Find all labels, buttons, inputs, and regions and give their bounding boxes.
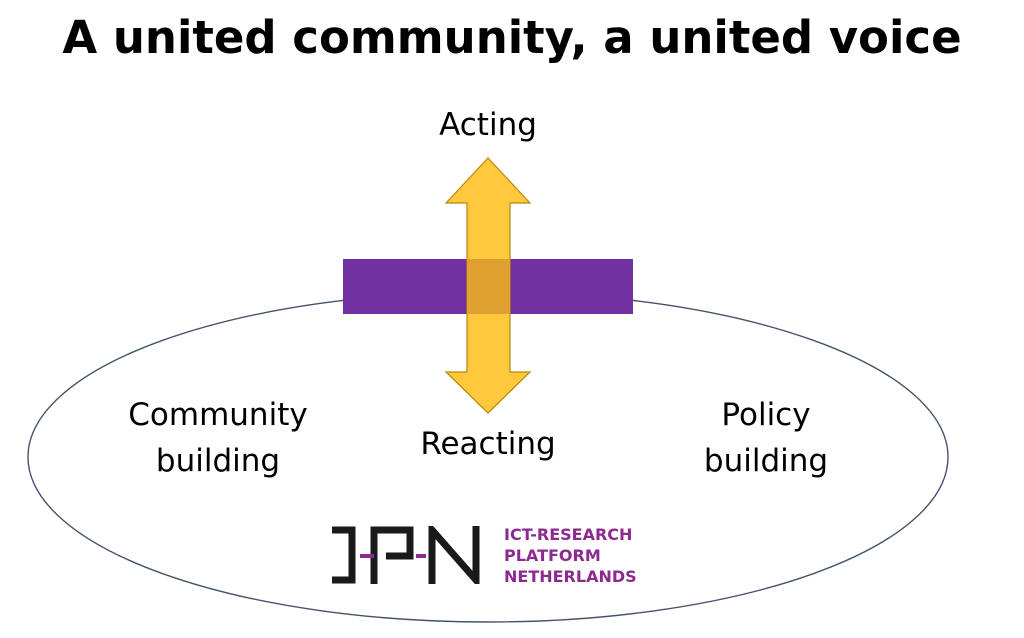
label-community-line-1: Community — [128, 397, 308, 433]
logo-line-2: PLATFORM — [504, 546, 601, 565]
label-community-building: Community building — [88, 392, 348, 484]
slide-title: A united community, a united voice — [62, 11, 962, 64]
label-policy-line-1: Policy — [721, 397, 811, 433]
label-policy-building: Policy building — [646, 392, 886, 484]
label-acting-text: Acting — [439, 107, 537, 143]
label-policy-line-2: building — [703, 443, 829, 479]
ipn-logo-text: ICT-RESEARCH PLATFORM NETHERLANDS — [504, 524, 637, 587]
logo-line-1: ICT-RESEARCH — [504, 525, 633, 544]
label-reacting: Reacting — [378, 421, 598, 467]
logo-line-3: NETHERLANDS — [504, 567, 637, 586]
ipn-logo-mark-icon — [332, 526, 480, 584]
ipn-logo: ICT-RESEARCH PLATFORM NETHERLANDS — [330, 520, 660, 590]
arrow-bar-overlap — [467, 259, 510, 314]
label-acting: Acting — [388, 102, 588, 148]
label-reacting-text: Reacting — [420, 426, 556, 462]
label-community-line-2: building — [155, 443, 281, 479]
